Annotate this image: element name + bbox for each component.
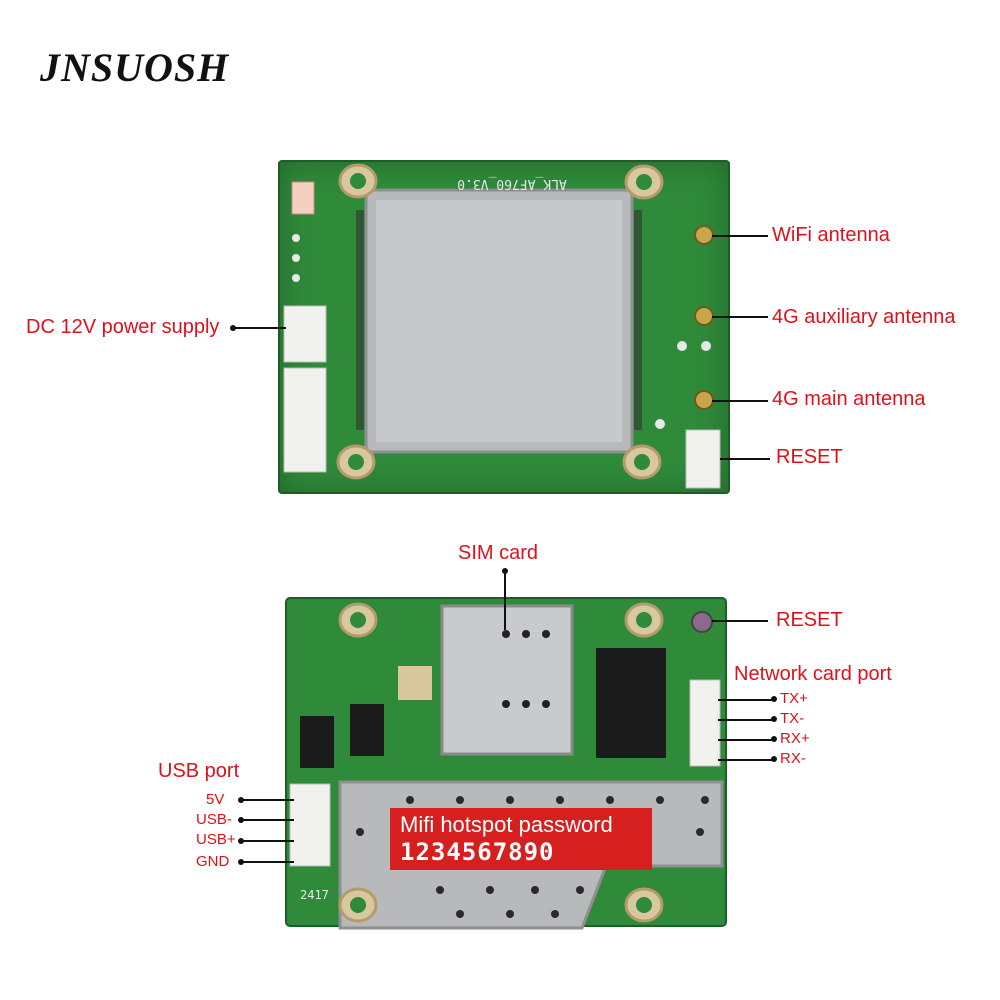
hotspot-password-box: Mifi hotspot password 1234567890 xyxy=(390,808,652,870)
antenna-connector xyxy=(694,225,714,410)
password-value: 1234567890 xyxy=(400,838,555,866)
main-antenna-label: 4G main antenna xyxy=(772,388,926,410)
aux-antenna-label: 4G auxiliary antenna xyxy=(772,306,956,328)
reset-connector xyxy=(685,429,721,489)
reset-button xyxy=(691,611,713,633)
top-reset-label: RESET xyxy=(776,446,843,468)
password-title: Mifi hotspot password xyxy=(400,812,613,837)
brand-logo: JNSUOSH xyxy=(40,45,230,90)
usb-port-label: USB port xyxy=(158,760,240,782)
side-connector xyxy=(283,367,327,473)
usb-plus-label: USB+ xyxy=(196,831,236,848)
tx-minus-label: TX- xyxy=(780,710,805,727)
sim-slot xyxy=(440,604,574,756)
bottom-board-silkscreen: 2417 xyxy=(300,888,329,902)
usb-connector xyxy=(289,783,331,867)
usb-minus-label: USB- xyxy=(196,811,232,828)
wifi-antenna-label: WiFi antenna xyxy=(772,224,890,246)
usb-gnd-label: GND xyxy=(196,853,230,870)
power-supply-label: DC 12V power supply xyxy=(26,316,220,338)
network-port-label: Network card port xyxy=(734,663,892,685)
usb-5v-label: 5V xyxy=(206,791,225,808)
rx-plus-label: RX+ xyxy=(780,730,810,747)
tx-plus-label: TX+ xyxy=(780,690,808,707)
rx-minus-label: RX- xyxy=(780,750,806,767)
bottom-reset-label: RESET xyxy=(776,609,843,631)
top-board-silkscreen: ALK_AF760_V3.0 xyxy=(457,176,567,191)
network-connector xyxy=(689,679,721,767)
power-connector xyxy=(283,305,327,363)
sim-card-label: SIM card xyxy=(458,542,539,564)
